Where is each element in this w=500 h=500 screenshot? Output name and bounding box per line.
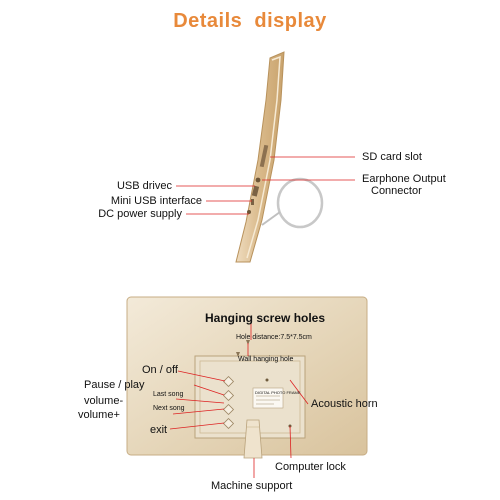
volume-minus-label: volume- [84, 395, 124, 407]
sd-slot-mark [259, 144, 269, 168]
dc-power-label: DC power supply [98, 208, 182, 220]
last-song-label: Last song [153, 391, 184, 398]
side-callout-lines [176, 156, 355, 215]
label-sticker [252, 387, 284, 409]
wall-hanging-hole-label: Wall hanging hole [238, 356, 294, 363]
usb-port-mark [251, 185, 260, 197]
volume-plus-label: volume+ [78, 409, 120, 421]
mini-usb-port-mark [251, 199, 254, 205]
computer-lock-label: Computer lock [275, 461, 346, 473]
pause-play-label: Pause / play [84, 379, 145, 391]
usb-drive-label: USB drivec [116, 180, 172, 192]
acoustic-horn-label: Acoustic horn [311, 398, 378, 410]
earphone-output-label-line1: Earphone Output [362, 173, 446, 185]
machine-support-label: Machine support [211, 480, 293, 492]
sd-card-slot-label: SD card slot [362, 151, 422, 163]
next-song-label: Next song [153, 405, 185, 412]
exit-label: exit [150, 424, 168, 436]
earphone-port-mark [255, 177, 261, 183]
on-off-label: On / off [142, 364, 178, 376]
sticker-text: DIGITAL PHOTO FRAME [255, 390, 301, 395]
stand-ring [276, 177, 324, 229]
hole-distance-label: Hole distance:7.5*7.5cm [236, 334, 312, 341]
frame-back-view [126, 296, 368, 459]
machine-support [243, 419, 263, 459]
page-title: Details display [173, 10, 327, 32]
back-callout-lines [169, 322, 309, 478]
frame-side-view [235, 51, 324, 263]
dc-port-mark [247, 210, 251, 214]
hanging-screw-holes-label: Hanging screw holes [205, 311, 326, 325]
mini-usb-label: Mini USB interface [110, 195, 202, 207]
earphone-output-label-line2: Connector [371, 185, 422, 197]
